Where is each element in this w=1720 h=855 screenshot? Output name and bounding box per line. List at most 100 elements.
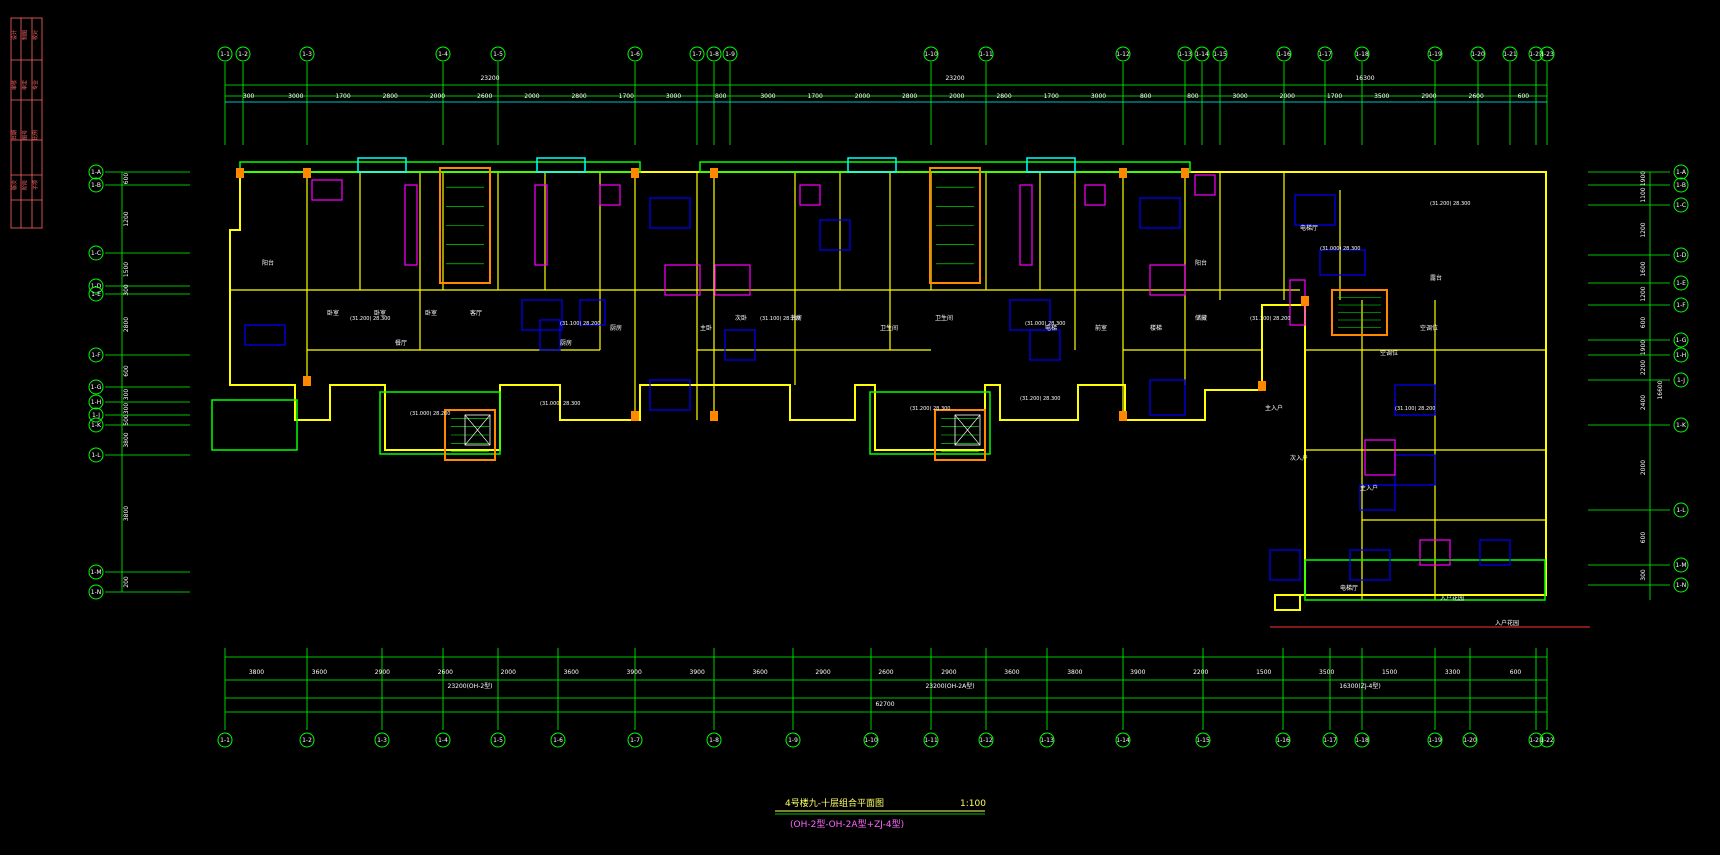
title-block-text: 设计制图校对审核审定专业日期图号比例版次阶段子项 <box>11 30 39 190</box>
axis-bubble-left <box>88 394 104 410</box>
elevator-cross <box>464 414 491 446</box>
dim-bottom-span: 1500 <box>1256 669 1271 676</box>
dim-bottom-overall: 23200(OH-2型) <box>448 682 493 690</box>
axis-bubble-right-label: 1-F <box>1676 302 1686 309</box>
axis-bubble-bottom-label: 1-4 <box>438 737 448 744</box>
room-label: 楼梯 <box>1150 324 1162 332</box>
axis-bubble-left <box>88 164 104 180</box>
furniture <box>1394 384 1436 416</box>
axis-bubble-right-label: 1-C <box>1676 202 1686 209</box>
axis-bubble-bottom <box>627 732 643 748</box>
dim-top-span: 1700 <box>619 93 634 100</box>
axis-bubble-left-label: 1-E <box>91 291 101 298</box>
axis-bubble-left <box>88 584 104 600</box>
axis-bubble-bottom-label: 1-18 <box>1355 737 1369 744</box>
dim-bottom-span: 3600 <box>312 669 327 676</box>
title-block-label: 专业 <box>32 80 39 90</box>
structural-column <box>303 168 311 178</box>
structural-column <box>1181 168 1189 178</box>
window <box>1026 157 1076 173</box>
dim-bottom-span: 3800 <box>1067 669 1082 676</box>
axis-bubble-top-label: 1-23 <box>1540 51 1554 58</box>
axis-bubble-bottom <box>217 732 233 748</box>
dim-top-overall: 16300 <box>1355 75 1374 82</box>
dim-left-span: 1500 <box>123 262 130 277</box>
dim-top-span: 3000 <box>1091 93 1106 100</box>
axis-bubble-bottom-label: 1-11 <box>924 737 938 744</box>
balcony-outline <box>1304 559 1546 601</box>
dim-right-span: 1200 <box>1640 222 1647 237</box>
structural-column <box>631 411 639 421</box>
axis-bubble-left <box>88 564 104 580</box>
axis-bubble-bottom <box>1427 732 1443 748</box>
elevator-cross <box>954 414 981 446</box>
elevation-mark: (31.100) 28.200 <box>1250 316 1290 322</box>
furniture <box>819 219 851 251</box>
axis-bubble-right-label: 1-J <box>1677 377 1685 384</box>
title-block-label: 子项 <box>32 180 39 190</box>
axis-bubble-top <box>1212 46 1228 62</box>
axis-bubble-top-label: 1-11 <box>979 51 993 58</box>
dim-left-span: 200 <box>123 576 130 588</box>
elevation-mark: (31.200) 28.300 <box>910 406 950 412</box>
dim-right-span: 2200 <box>1640 360 1647 375</box>
axis-bubble-right-label: 1-A <box>1676 169 1687 176</box>
axis-bubble-left <box>88 379 104 395</box>
title-block-label: 制图 <box>22 30 29 40</box>
dim-right-span: 300 <box>1640 569 1647 581</box>
axis-bubble-top <box>627 46 643 62</box>
balcony-outline <box>869 391 991 455</box>
axis-bubble-top <box>1539 46 1555 62</box>
axis-bubble-right <box>1673 197 1689 213</box>
structural-column <box>710 411 718 421</box>
elevation-mark: (31.100) 28.200 <box>560 321 600 327</box>
dim-bottom-span: 2900 <box>941 669 956 676</box>
plumbing-fixture <box>534 184 548 266</box>
elevation-mark: (31.000) 28.300 <box>540 401 580 407</box>
room-label: 主卧 <box>700 324 712 332</box>
furniture <box>1349 549 1391 581</box>
room-label: 主入户 <box>1360 484 1378 492</box>
room-label: 入户花园 <box>1495 619 1519 627</box>
room-label: 次卧 <box>735 314 747 322</box>
room-label: 电梯厅 <box>1340 584 1358 592</box>
room-label: 餐厅 <box>395 339 407 347</box>
axis-bubble-bottom <box>1462 732 1478 748</box>
floor-plan: 阳台阳台卧室卧室卧室客厅餐厅厨房厨房主卧次卧书房卫生间卫生间电梯前室楼梯储藏露台… <box>211 157 1590 628</box>
elevation-mark: (31.000) 28.300 <box>1025 321 1065 327</box>
axis-bubble-bottom-label: 1-9 <box>788 737 798 744</box>
axis-bubble-top-label: 1-4 <box>438 51 448 58</box>
room-label: 空调位 <box>1380 349 1398 357</box>
balcony-outline <box>211 399 298 451</box>
furniture <box>724 329 756 361</box>
axis-bubble-bottom-label: 1-16 <box>1276 737 1290 744</box>
dim-right-span: 600 <box>1640 317 1647 329</box>
dim-top-span: 800 <box>715 93 727 100</box>
axis-bubble-right-label: 1-G <box>1676 337 1687 344</box>
axis-bubble-right <box>1673 177 1689 193</box>
plumbing-fixture <box>1419 539 1451 566</box>
dim-top-span: 2900 <box>1421 93 1436 100</box>
furniture <box>244 324 286 346</box>
room-label: 客厅 <box>470 309 482 317</box>
axis-bubble-right <box>1673 557 1689 573</box>
dim-top-span: 800 <box>1187 93 1199 100</box>
axis-bubble-right <box>1673 247 1689 263</box>
elevation-mark: (31.200) 28.300 <box>350 316 390 322</box>
axis-bubble-left-label: 1-G <box>91 384 102 391</box>
dim-top-span: 3500 <box>1374 93 1389 100</box>
axis-bubble-top <box>1528 46 1544 62</box>
dim-bottom-span: 3800 <box>249 669 264 676</box>
dim-top-span: 2800 <box>383 93 398 100</box>
room-label: 卫生间 <box>880 324 898 332</box>
stair-core <box>929 167 981 284</box>
room-label: 主入户 <box>1265 404 1283 412</box>
axis-bubble-left-label: 1-C <box>91 250 101 257</box>
axis-bubble-top-label: 1-13 <box>1178 51 1192 58</box>
dim-bottom-overall: 16300(ZJ-4型) <box>1339 682 1380 690</box>
title-block-label: 图号 <box>23 130 29 140</box>
furniture <box>649 379 691 411</box>
title-block-label: 比例 <box>32 130 39 140</box>
